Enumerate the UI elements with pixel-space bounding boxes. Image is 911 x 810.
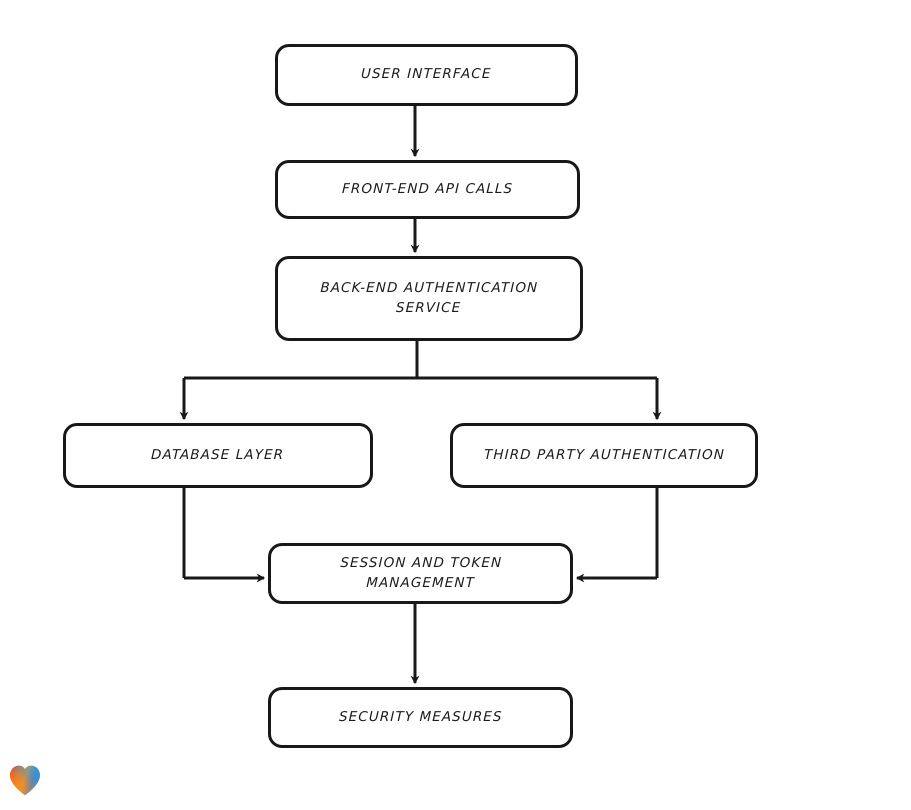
heart-icon [10, 765, 40, 796]
node-user-interface[interactable]: User Interface [275, 44, 578, 106]
node-back-end-authentication-service[interactable]: Back-End Authentication Service [275, 256, 583, 341]
node-front-end-api-calls[interactable]: Front-End API Calls [275, 160, 580, 219]
node-label-back-end-authentication-service: Back-End Authentication Service [320, 279, 539, 316]
node-database-layer[interactable]: Database Layer [63, 423, 373, 488]
node-label-front-end-api-calls: Front-End API Calls [341, 180, 514, 197]
node-label-user-interface: User Interface [361, 66, 493, 83]
node-session-and-token-management[interactable]: Session and Token Management [268, 543, 573, 604]
node-third-party-authentication[interactable]: Third Party Authentication [450, 423, 758, 488]
node-label-security-measures: Security Measures [338, 708, 503, 725]
node-label-database-layer: Database Layer [151, 446, 285, 463]
node-security-measures[interactable]: Security Measures [268, 687, 573, 748]
node-label-session-and-token-management: Session and Token Management [339, 554, 503, 591]
node-label-third-party-authentication: Third Party Authentication [483, 446, 725, 463]
